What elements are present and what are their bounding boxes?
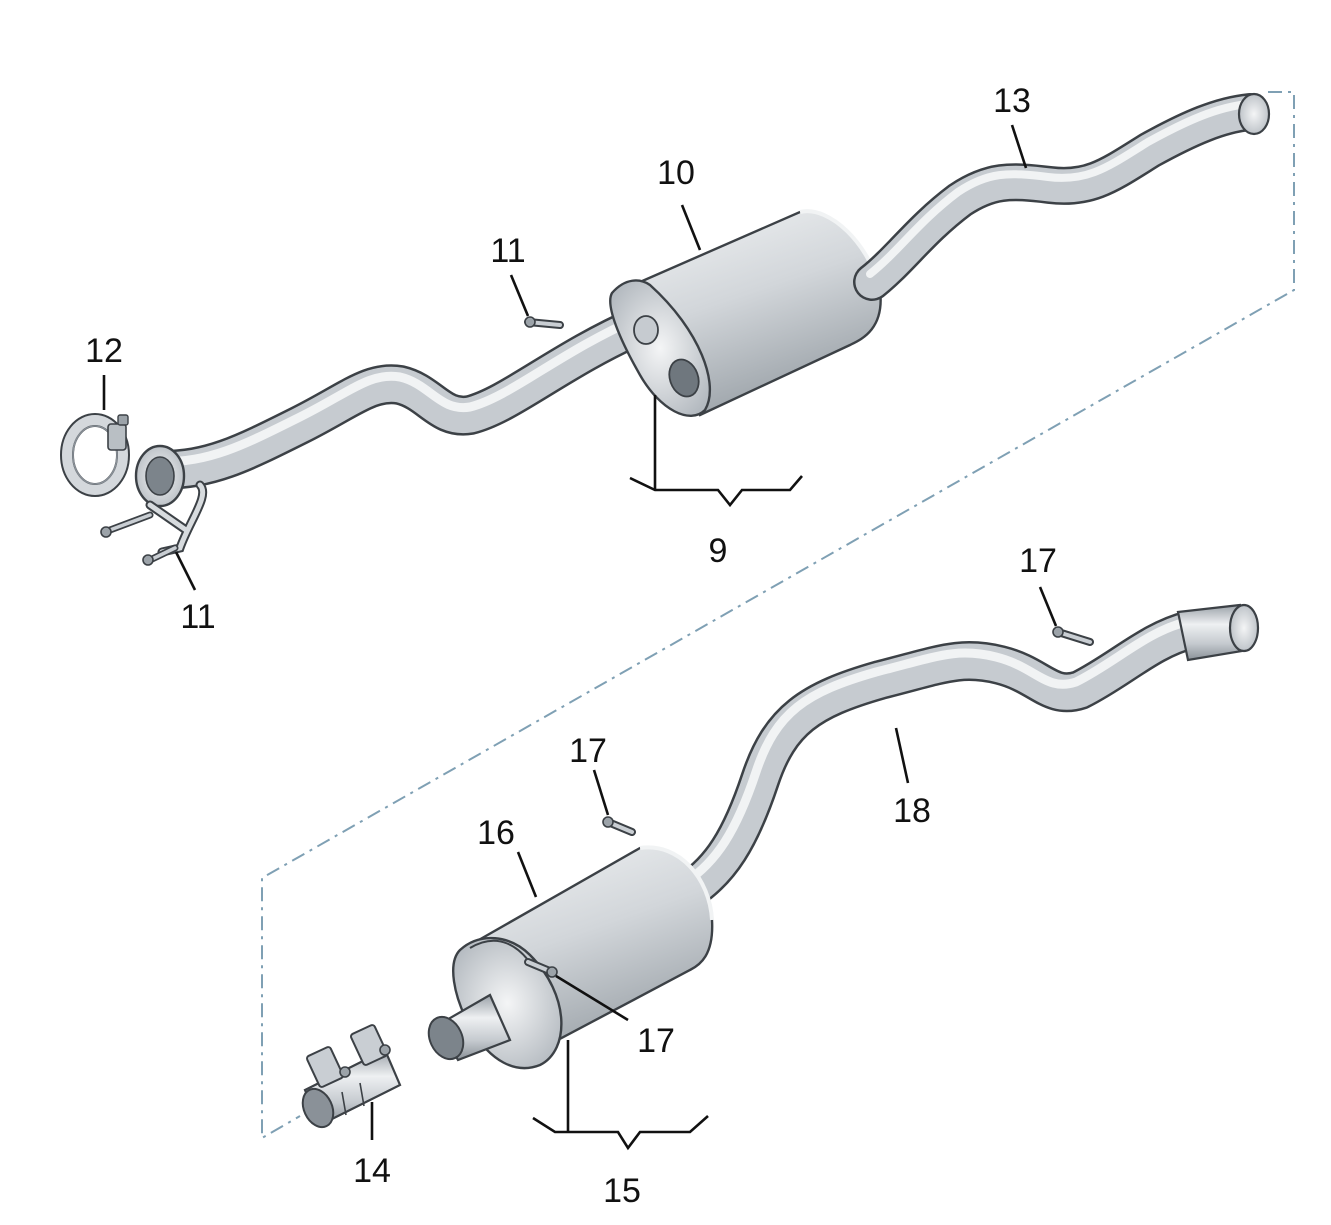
callout-11-lower: 11 [180, 598, 215, 636]
leader-18 [894, 727, 910, 784]
rear-muffler-16 [427, 845, 714, 1070]
leader-16 [516, 851, 538, 898]
callout-10: 10 [657, 154, 695, 192]
callout-9: 9 [709, 532, 728, 570]
leader-13 [1010, 124, 1028, 169]
hanger-bolt-11-upper [524, 316, 564, 329]
callout-12: 12 [85, 332, 123, 370]
tail-pipe-18 [670, 603, 1260, 910]
callout-11-upper: 11 [490, 232, 525, 270]
intermediate-pipe-13 [853, 92, 1271, 301]
leader-10 [680, 204, 702, 251]
callout-17-mid: 17 [569, 732, 607, 770]
callout-15: 15 [603, 1172, 641, 1210]
brace-15 [532, 1115, 709, 1151]
callout-17-top: 17 [1019, 542, 1057, 580]
brace-9 [629, 475, 803, 508]
front-pipe-flange [134, 444, 186, 508]
hanger-bolt-17-mid [602, 816, 636, 836]
clamp-12 [60, 413, 130, 497]
callout-14: 14 [353, 1152, 391, 1190]
callout-16: 16 [477, 814, 515, 852]
callout-17-lower: 17 [637, 1022, 675, 1060]
leader-11-lower [174, 551, 197, 591]
front-pipe [140, 305, 660, 490]
callout-13: 13 [993, 82, 1031, 120]
leader-17-top [1038, 586, 1058, 627]
dash-dot-guide-lines [261, 91, 1295, 1140]
leader-17-mid [592, 769, 610, 816]
hanger-bolt-17-top [1052, 626, 1094, 646]
callout-labels: 12 11 11 10 13 9 17 17 17 16 18 14 15 [85, 82, 1057, 1210]
callout-18: 18 [893, 792, 931, 830]
leader-lines [102, 124, 1058, 1151]
clamp-bracket [100, 480, 208, 566]
double-clamp-14 [301, 1024, 402, 1129]
leader-17-lower [555, 974, 629, 1022]
hanger-bolt-17-lower [524, 958, 558, 978]
leader-11-upper [509, 274, 530, 317]
center-muffler-10 [609, 209, 882, 417]
